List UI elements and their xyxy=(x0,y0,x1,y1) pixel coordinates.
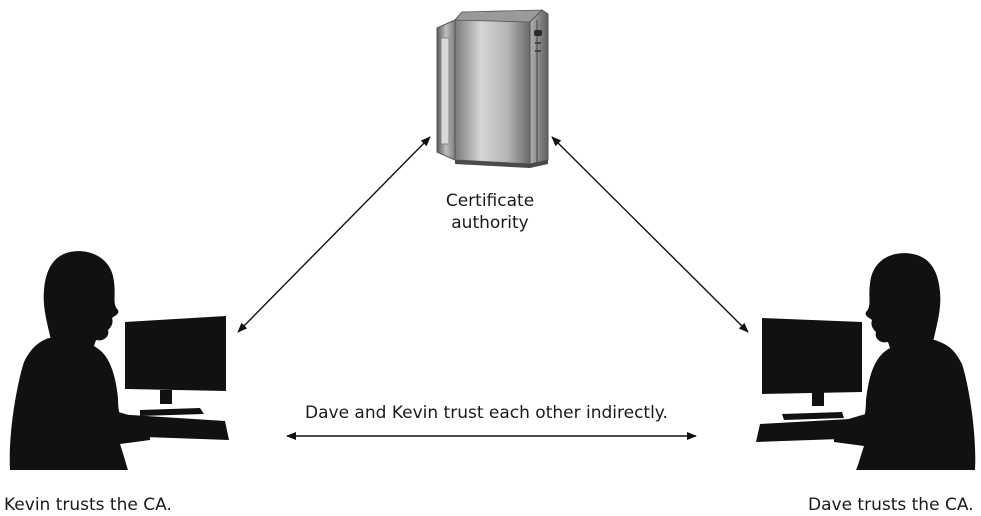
kevin-person-icon xyxy=(9,251,229,470)
server-icon xyxy=(436,9,549,168)
arrow-kevin-ca xyxy=(237,136,431,333)
ca-label-line1: Certificate xyxy=(445,191,535,211)
indirect-trust-caption: Dave and Kevin trust each other indirect… xyxy=(305,403,668,423)
ca-label: Certificate authority xyxy=(420,190,560,234)
arrow-dave-ca xyxy=(551,136,749,333)
ca-label-line2: authority xyxy=(451,213,529,233)
dave-caption: Dave trusts the CA. xyxy=(808,495,974,515)
dave-person-icon xyxy=(756,253,976,470)
kevin-caption: Kevin trusts the CA. xyxy=(4,495,172,515)
